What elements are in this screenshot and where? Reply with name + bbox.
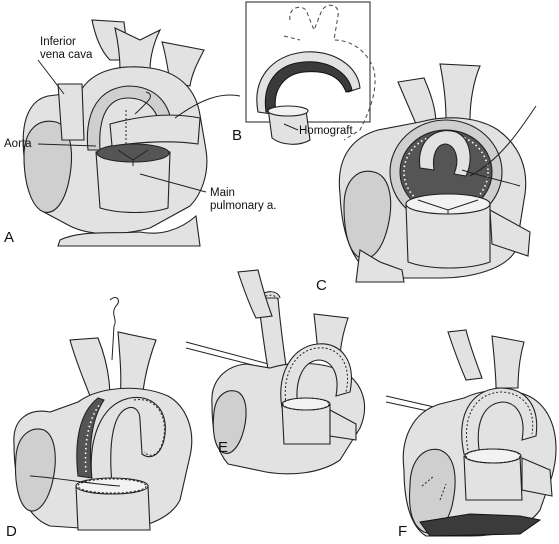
panel-label-a: A xyxy=(4,229,14,246)
panel-label-b: B xyxy=(232,127,242,144)
homograft-leader-line xyxy=(283,123,299,131)
aorta-leader-line xyxy=(37,143,97,147)
ivc-leader-line xyxy=(37,59,65,95)
inferior-vena-cava-label: Inferior vena cava xyxy=(40,36,93,61)
mpa-leader-line xyxy=(139,173,207,193)
main-pulmonary-artery-label: Main pulmonary a. xyxy=(210,187,276,212)
panel-label-f: F xyxy=(398,523,407,540)
panel-label-d: D xyxy=(6,523,17,540)
panel-e-illustration xyxy=(185,269,366,475)
panel-label-c: C xyxy=(316,277,327,294)
panel-a-illustration xyxy=(22,19,241,247)
mpa-label-line-2: pulmonary a. xyxy=(210,200,276,212)
panel-c-illustration xyxy=(338,63,537,283)
panel-label-e: E xyxy=(218,439,228,456)
ivc-label-line-2: vena cava xyxy=(40,49,93,61)
panel-d-illustration xyxy=(13,297,193,531)
ivc-label-line-1: Inferior xyxy=(40,36,76,48)
panel-f-illustration xyxy=(385,329,557,537)
aorta-label: Aorta xyxy=(4,138,32,150)
homograft-label: Homograft xyxy=(299,125,353,137)
panel-b-illustration xyxy=(245,1,376,145)
mpa-label-line-1: Main xyxy=(210,187,235,199)
